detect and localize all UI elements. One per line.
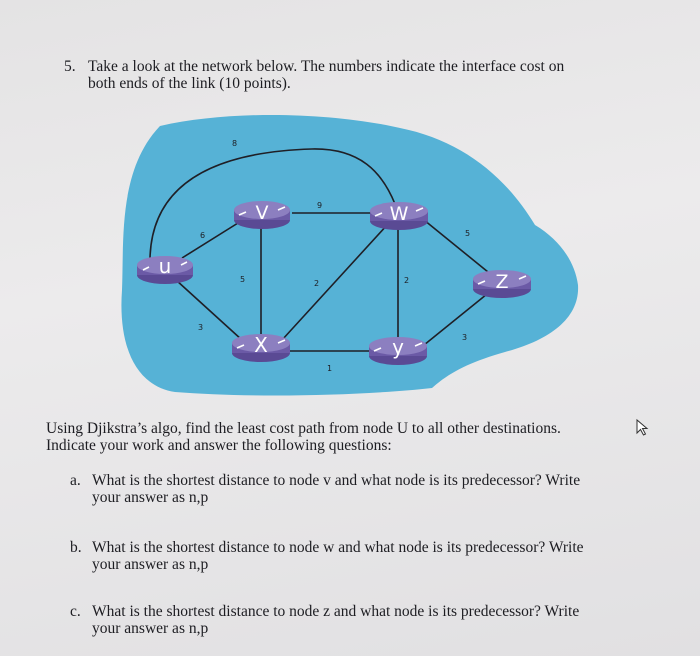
subquestion-b-letter: b. xyxy=(70,539,82,556)
link-u-v xyxy=(181,217,247,259)
subquestion-b-line-1: What is the shortest distance to node w … xyxy=(92,539,584,556)
router-z-label: Z xyxy=(495,271,508,293)
link-w-z xyxy=(423,219,489,273)
instructions: Using Djikstra’s algo, find the least co… xyxy=(46,420,561,454)
router-z: Z xyxy=(473,270,531,298)
subquestion-b-line-2: your answer as n,p xyxy=(92,556,209,573)
cost-u-x: 3 xyxy=(198,323,203,332)
link-u-w xyxy=(149,148,396,259)
cost-w-y: 2 xyxy=(404,276,409,285)
cost-u-w: 8 xyxy=(232,139,237,148)
router-y-label: y xyxy=(392,335,404,359)
subquestion-b-text: What is the shortest distance to node w … xyxy=(92,539,584,573)
link-x-w xyxy=(281,223,389,341)
link-y-z xyxy=(423,289,493,346)
cost-u-v: 6 xyxy=(200,231,205,240)
question-text: Take a look at the network below. The nu… xyxy=(88,58,564,92)
cost-v-w: 9 xyxy=(317,201,322,210)
subquestion-c-text: What is the shortest distance to node z … xyxy=(92,603,579,637)
cost-w-z: 5 xyxy=(465,229,470,238)
subquestion-c-letter: c. xyxy=(70,603,81,620)
question-line-1: Take a look at the network below. The nu… xyxy=(88,58,565,75)
cost-x-w: 2 xyxy=(314,279,319,288)
links xyxy=(149,148,493,352)
subquestion-c-line-2: your answer as n,p xyxy=(92,620,209,637)
link-costs: 8 6 3 9 5 2 2 1 5 3 xyxy=(198,139,470,373)
mouse-pointer-icon xyxy=(636,418,649,436)
router-u-label: u xyxy=(159,254,172,278)
cost-y-z: 3 xyxy=(462,333,467,342)
cost-v-x: 5 xyxy=(240,275,245,284)
network-background xyxy=(121,114,579,396)
router-w: W xyxy=(370,202,428,230)
link-u-x xyxy=(175,279,243,341)
router-v: V xyxy=(234,201,290,229)
subquestion-a-text: What is the shortest distance to node v … xyxy=(92,472,580,506)
question-line-2: both ends of the link (10 points). xyxy=(88,75,291,92)
subquestion-c-line-1: What is the shortest distance to node z … xyxy=(92,603,580,620)
router-y: y xyxy=(369,335,427,365)
question-number: 5. xyxy=(64,58,76,75)
router-x-label: X xyxy=(254,333,268,357)
router-x: X xyxy=(232,333,290,362)
instructions-line-1: Using Djikstra’s algo, find the least co… xyxy=(46,420,561,437)
router-v-label: V xyxy=(256,202,269,224)
cost-x-y: 1 xyxy=(327,364,332,373)
subquestion-a-letter: a. xyxy=(70,472,81,489)
subquestion-a-line-2: your answer as n,p xyxy=(92,489,209,506)
router-w-label: W xyxy=(390,203,409,225)
instructions-line-2: Indicate your work and answer the follow… xyxy=(46,437,392,454)
subquestion-a-line-1: What is the shortest distance to node v … xyxy=(92,472,581,489)
router-u: u xyxy=(137,254,193,284)
